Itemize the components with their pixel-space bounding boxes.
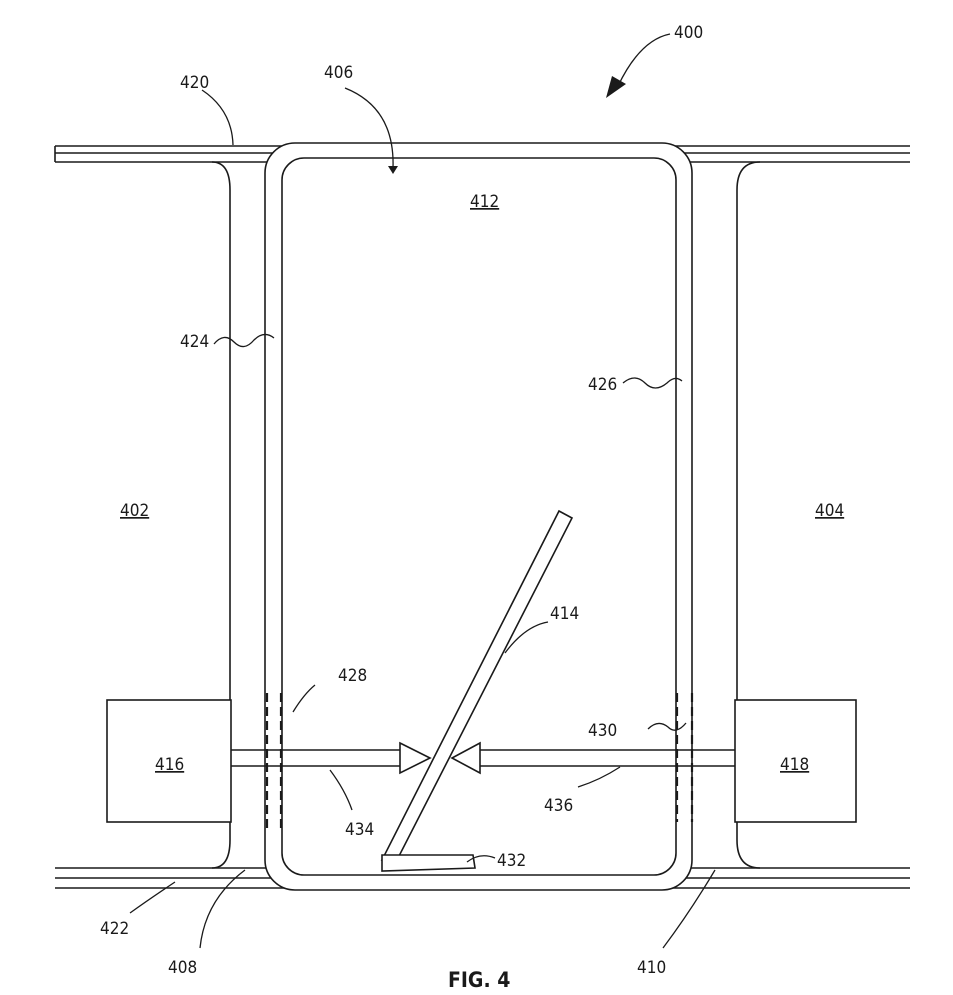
label-406: 406 [324,63,353,83]
label-418: 418 [780,755,809,775]
label-410: 410 [637,958,666,978]
label-416: 416 [155,755,184,775]
label-422: 422 [100,919,129,939]
label-412: 412 [470,192,499,212]
figure-pointer-arrow [606,34,670,98]
label-402: 402 [120,501,149,521]
label-414: 414 [550,604,579,624]
label-434: 434 [345,820,374,840]
label-428: 428 [338,666,367,686]
label-426: 426 [588,375,617,395]
label-420: 420 [180,73,209,93]
label-436: 436 [544,796,573,816]
label-424: 424 [180,332,209,352]
figure-caption: FIG. 4 [448,968,510,992]
chamber-outer-wall [265,143,692,890]
label-400: 400 [674,23,703,43]
label-430: 430 [588,721,617,741]
label-404: 404 [815,501,844,521]
label-408: 408 [168,958,197,978]
base-432 [382,855,475,871]
label-432: 432 [497,851,526,871]
